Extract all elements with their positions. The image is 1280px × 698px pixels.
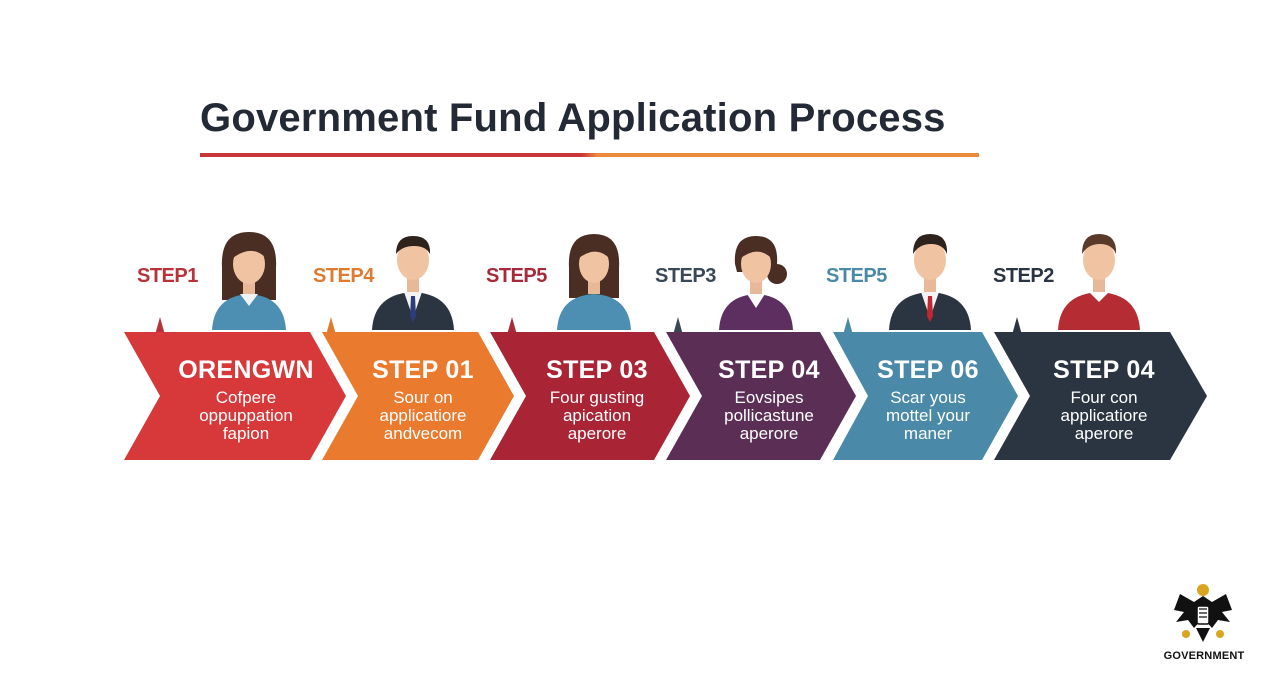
chevron-1-content: ORENGWN Cofpere oppuppation fapion [166, 356, 326, 456]
step-marker-6 [1012, 317, 1022, 335]
woman-icon [557, 234, 631, 330]
woman-icon [212, 232, 286, 330]
chevron-3-content: STEP 03 Four gusting apication aperore [517, 356, 677, 456]
step-tag-3: STEP5 [486, 265, 547, 287]
chevron-step-6 [994, 332, 1207, 460]
step-marker-3 [507, 317, 517, 335]
page-title: Government Fund Application Process [200, 96, 946, 140]
chevron-step-3 [490, 332, 690, 460]
step-tag-5: STEP5 [826, 265, 887, 287]
chevron-1-heading: ORENGWN [178, 356, 314, 384]
man-sweater-icon [1058, 234, 1140, 330]
step-tag-1: STEP1 [137, 265, 198, 287]
chevron-4-content: STEP 04 Eovsipes pollicastune aperore [689, 356, 849, 456]
chevron-5-body: Scar yous mottel your maner [885, 388, 971, 443]
step-tag-4: STEP3 [655, 265, 716, 287]
chevron-6-body: Four con applicatiore aperore [1060, 388, 1148, 443]
chevron-2-heading: STEP 01 [372, 356, 474, 384]
chevron-5-content: STEP 06 Scar yous mottel your maner [848, 356, 1008, 456]
chevron-3-body: Four gusting apication aperore [549, 388, 645, 443]
step-marker-2 [326, 317, 336, 335]
eagle-crest-icon [1174, 584, 1232, 642]
chevron-step-1 [124, 332, 346, 460]
man-suit-red-tie-icon [889, 234, 971, 330]
chevron-6-heading: STEP 04 [1053, 356, 1155, 384]
chevron-step-5 [833, 332, 1018, 460]
step-marker-1 [155, 317, 165, 335]
chevron-1-body: Cofpere oppuppation fapion [199, 388, 293, 443]
chevron-5-heading: STEP 06 [877, 356, 979, 384]
title-underline [200, 153, 979, 157]
chevron-2-body: Sour on applicatiore andvecom [379, 388, 467, 443]
step-marker-5 [843, 317, 853, 335]
chevron-2-content: STEP 01 Sour on applicatiore andvecom [343, 356, 503, 456]
chevron-step-2 [322, 332, 514, 460]
step-tag-2: STEP4 [313, 265, 374, 287]
step-tag-6: STEP2 [993, 265, 1054, 287]
emblem-label: GOVERNMENT [1163, 650, 1245, 662]
woman-bun-icon [719, 236, 793, 330]
step-marker-4 [673, 317, 683, 335]
chevron-3-heading: STEP 03 [546, 356, 648, 384]
chevron-step-4 [666, 332, 856, 460]
chevron-6-content: STEP 04 Four con applicatiore aperore [1024, 356, 1184, 456]
chevron-4-heading: STEP 04 [718, 356, 820, 384]
chevron-4-body: Eovsipes pollicastune aperore [724, 388, 814, 443]
man-suit-icon [372, 236, 454, 330]
chevron-notch-1 [127, 366, 149, 426]
